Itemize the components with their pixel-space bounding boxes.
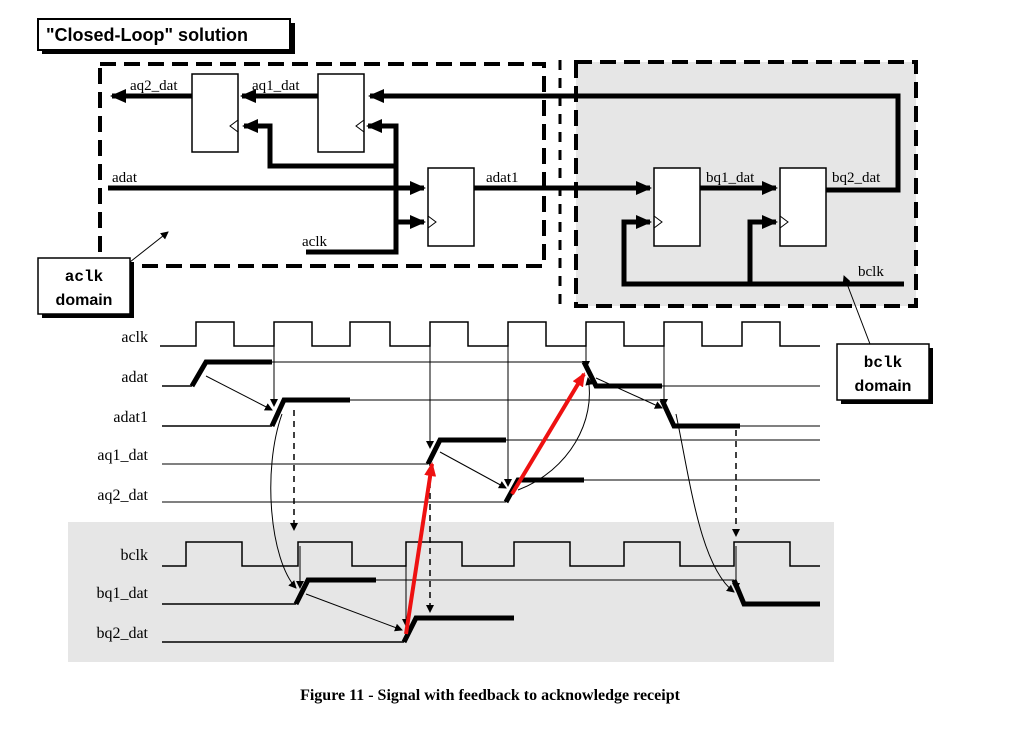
figure-title: "Closed-Loop" solution <box>46 25 248 45</box>
label-bq1-dat: bq1_dat <box>706 170 755 186</box>
label-bq2-dat: bq2_dat <box>832 170 881 186</box>
waveform-aclk <box>160 321 820 347</box>
signal-name-adat1: adat1 <box>113 409 148 426</box>
label-adat1: adat1 <box>486 170 518 186</box>
schematic-wires <box>108 89 904 287</box>
aclk-domain-line2: domain <box>56 292 113 309</box>
flip-flop-bq2 <box>779 167 827 247</box>
bclk-region-shade <box>576 62 916 306</box>
figure-caption: Figure 11 - Signal with feedback to ackn… <box>300 687 681 704</box>
feedback-arrows <box>404 372 586 635</box>
data-waveforms <box>162 359 820 644</box>
signal-name-aclk: aclk <box>121 329 148 346</box>
label-aq1-dat: aq1_dat <box>252 78 300 94</box>
bclk-domain-line2: domain <box>855 378 912 395</box>
label-aq2-dat: aq2_dat <box>130 78 178 94</box>
flip-flop-bq1 <box>653 167 701 247</box>
signal-name-bq2-dat: bq2_dat <box>96 625 148 642</box>
signal-name-adat: adat <box>121 369 148 386</box>
bclk-timing-shade <box>68 522 834 662</box>
aclk-domain-boundary <box>98 62 546 268</box>
signal-name-bclk: bclk <box>120 547 148 564</box>
signal-name-aq1-dat: aq1_dat <box>97 447 148 464</box>
signal-name-bq1-dat: bq1_dat <box>96 585 148 602</box>
signal-name-aq2-dat: aq2_dat <box>97 487 148 504</box>
flip-flop-adat1 <box>427 167 475 247</box>
label-bclk: bclk <box>858 264 884 280</box>
causality-arrows <box>205 326 740 632</box>
bclk-domain-callout: bclk domain <box>836 275 933 404</box>
aclk-domain-callout: aclk domain <box>37 231 169 318</box>
flip-flop-aq2 <box>191 73 239 153</box>
bclk-domain-line1: bclk <box>864 354 903 372</box>
waveform-bclk <box>162 541 820 567</box>
flip-flop-aq1 <box>317 73 365 153</box>
label-aclk: aclk <box>302 234 327 250</box>
bclk-domain-boundary <box>574 60 918 308</box>
aclk-domain-line1: aclk <box>65 268 104 286</box>
title-box: "Closed-Loop" solution <box>37 18 295 54</box>
label-adat: adat <box>112 170 138 186</box>
